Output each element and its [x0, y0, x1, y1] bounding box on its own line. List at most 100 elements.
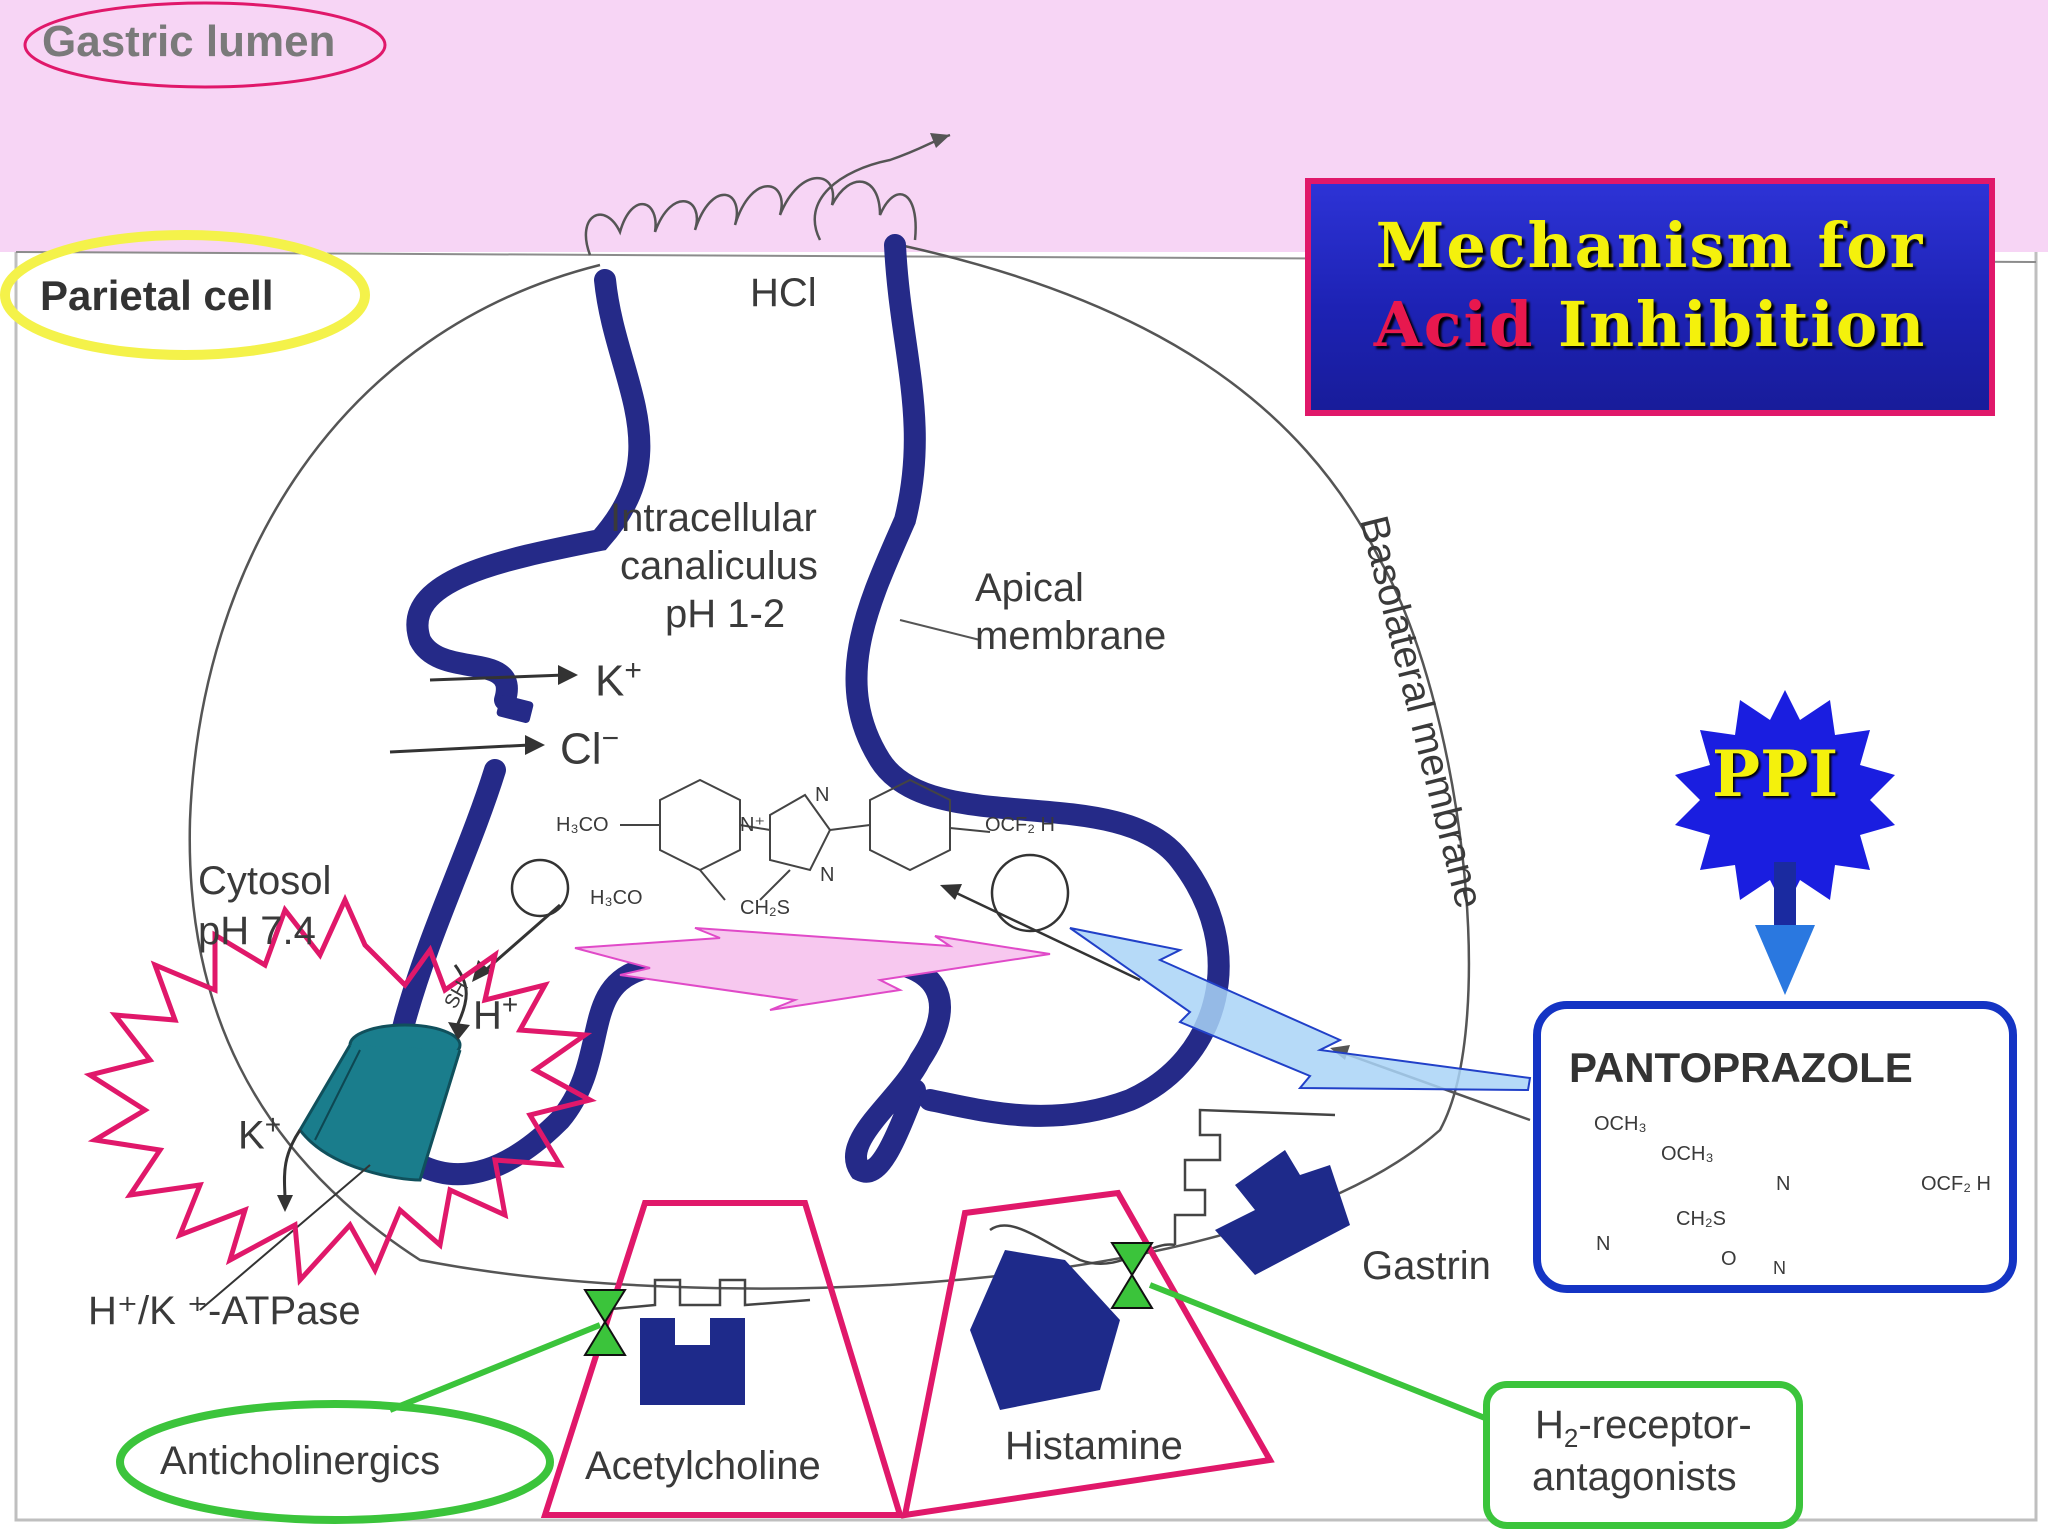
title-box: Mechanism for Acid Inhibition	[1305, 178, 1995, 416]
basolateral-label: Basolateral membrane	[1351, 512, 1491, 913]
h2-line2: antagonists	[1532, 1455, 1737, 1499]
hcl-out-arrow	[813, 133, 951, 241]
sh-label: SH	[440, 977, 473, 1012]
acetylcholine-label: Acetylcholine	[585, 1444, 821, 1488]
h2-link	[1148, 1282, 1492, 1423]
ach-blocker-bottom	[583, 1320, 627, 1356]
pump-shade	[314, 1049, 361, 1141]
drug-circle-left	[510, 858, 570, 918]
panto-n-bottom: N	[1773, 1258, 1786, 1278]
k-pump-label: K+	[238, 1109, 282, 1158]
mol-h3co-top: H₃CO	[556, 814, 609, 836]
h2-rest: -receptor-	[1578, 1403, 1752, 1447]
k-ion-text: K	[595, 656, 625, 706]
anticholinergic-link	[388, 1322, 602, 1413]
k-arrow	[429, 673, 566, 682]
h-ion-text: H	[473, 993, 502, 1038]
k-arrowhead	[558, 665, 578, 685]
pantoprazole-label: PANTOPRAZOLE	[1569, 1044, 1913, 1091]
hcl-out-arrowhead	[930, 133, 950, 148]
pump-starburst	[83, 893, 597, 1286]
bond-2	[829, 824, 871, 831]
mol-h3co-bottom: H₃CO	[590, 887, 643, 909]
title-inhibition: Inhibition	[1534, 288, 1927, 362]
cl-ion-label: Cl−	[560, 722, 619, 774]
h2-antagonists-box: H2-receptor- antagonists	[1483, 1381, 1803, 1529]
panto-och3-b: OCH₃	[1661, 1143, 1714, 1165]
canalicular-membrane-right	[845, 234, 1230, 1127]
cl-arrowhead	[525, 735, 545, 755]
mol-n-plus: N⁺	[740, 814, 765, 836]
parietal-cell-label: Parietal cell	[40, 272, 274, 319]
cytosol-line1: Cytosol	[198, 859, 332, 903]
h-plus-sup: +	[501, 989, 519, 1020]
k-ion-label: K+	[595, 654, 642, 706]
ppi-label: PPI	[1712, 737, 1839, 812]
panto-och3-a: OCH₃	[1594, 1113, 1647, 1135]
atpase-label: H⁺/K ⁺-ATPase	[88, 1289, 361, 1333]
k-in-arrowhead	[277, 1195, 293, 1212]
drug-circle-right	[990, 853, 1070, 933]
canaliculus-line2: canaliculus	[620, 544, 818, 588]
histamine-highlight	[901, 1189, 1275, 1519]
microvilli	[584, 176, 917, 256]
k-pump-text: K	[238, 1113, 265, 1158]
hcl-label: HCl	[750, 271, 817, 315]
membrane-segment-channel	[496, 695, 534, 723]
gastrin-molecule	[1215, 1150, 1350, 1275]
drug-entry-arrowhead	[940, 884, 962, 900]
gastrin-label: Gastrin	[1362, 1244, 1491, 1288]
panto-n-top: N	[1776, 1173, 1791, 1195]
proton-pump	[298, 1023, 462, 1182]
cl-arrow	[389, 743, 531, 754]
apical-line2: membrane	[975, 614, 1167, 658]
acetylcholine-molecule	[640, 1318, 745, 1405]
bond-1	[739, 824, 771, 831]
h-out-arrowhead	[448, 1022, 470, 1040]
canalicular-membrane-left-upper	[406, 269, 651, 711]
pantoprazole-box: PANTOPRAZOLE OCH₃ OCH₃ CH₂S O N N N OCF₂…	[1533, 1001, 2017, 1293]
imidazole-ring	[769, 793, 832, 872]
mol-ocf2h: OCF₂ H	[985, 814, 1055, 836]
bond-5	[699, 869, 726, 901]
h-out-arrow	[453, 964, 468, 1031]
canaliculus-line1: Intracellular	[610, 496, 817, 540]
gastrin-receptor-membrane	[1173, 1108, 1336, 1245]
ppi-arrow-shaft	[1774, 862, 1796, 927]
anticholinergics-label: Anticholinergics	[160, 1439, 441, 1483]
panto-ch2s: CH₂S	[1676, 1208, 1726, 1230]
atpase-pointer	[199, 1164, 371, 1311]
panto-ocf2h: OCF₂ H	[1921, 1173, 1991, 1195]
k-pump-sup: +	[264, 1109, 282, 1140]
parietal-cell-ellipse	[0, 230, 370, 360]
mol-n-top: N	[815, 784, 830, 806]
acetylcholine-highlight	[540, 1200, 905, 1518]
parietal-cell-outline	[188, 243, 1471, 1290]
h2-line1: H2-receptor-	[1535, 1403, 1752, 1453]
histamine-molecule	[970, 1250, 1120, 1410]
title-line1: Mechanism for	[1375, 209, 1925, 282]
ppi-arrowhead	[1755, 925, 1815, 995]
gastric-lumen-ellipse	[23, 1, 387, 89]
panto-o: O	[1721, 1248, 1737, 1270]
title-line2: Acid Inhibition	[1311, 285, 1989, 364]
pink-lightning	[574, 927, 1051, 1011]
h2-blocker-top	[1110, 1242, 1154, 1277]
ach-receptor	[599, 1278, 811, 1312]
title-acid: Acid	[1373, 288, 1535, 362]
apical-line1: Apical	[975, 566, 1084, 610]
mol-ch2s: CH₂S	[740, 897, 790, 919]
k-plus-sup: +	[624, 654, 642, 687]
pyridine-ring	[659, 778, 741, 872]
bond-4	[949, 827, 991, 833]
h2-sub: 2	[1563, 1423, 1579, 1453]
gastric-lumen-label: Gastric lumen	[42, 17, 336, 66]
cl-ion-text: Cl	[560, 724, 602, 774]
central-molecule	[620, 778, 991, 901]
h2-blocker-bottom	[1110, 1273, 1154, 1309]
cytosol-line2: pH 7.4	[198, 909, 316, 953]
ppi-starburst	[1675, 690, 1895, 910]
benzene-ring	[869, 778, 951, 872]
anticholinergics-ellipse	[116, 1400, 554, 1524]
